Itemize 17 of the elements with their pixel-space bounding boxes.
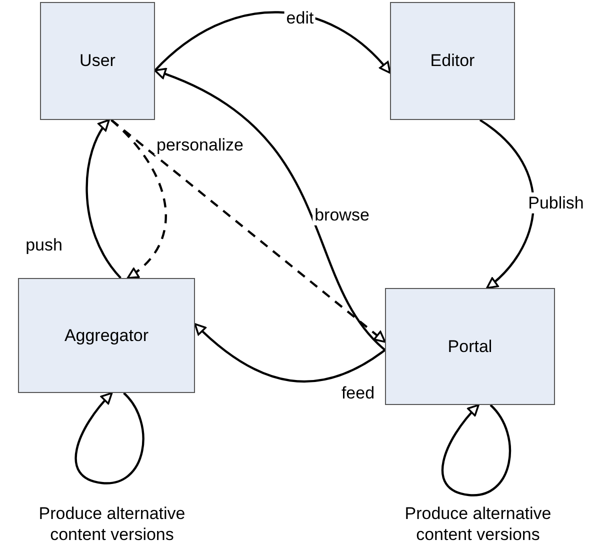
node-label: Aggregator (64, 326, 149, 346)
arrow (194, 323, 386, 383)
arrow (479, 119, 534, 289)
node-label: Editor (430, 51, 475, 71)
arrow (110, 119, 386, 343)
arrow (110, 119, 167, 279)
node-label: User (80, 51, 116, 71)
arrow (154, 11, 391, 74)
arrow (86, 119, 122, 279)
arrow (442, 404, 511, 496)
node-label: Portal (448, 336, 492, 356)
arrow (154, 68, 386, 351)
arrow (74, 392, 144, 484)
entity-box (40, 2, 155, 120)
entity-box (390, 2, 515, 120)
entity-box (18, 278, 195, 393)
entity-box (385, 288, 555, 405)
